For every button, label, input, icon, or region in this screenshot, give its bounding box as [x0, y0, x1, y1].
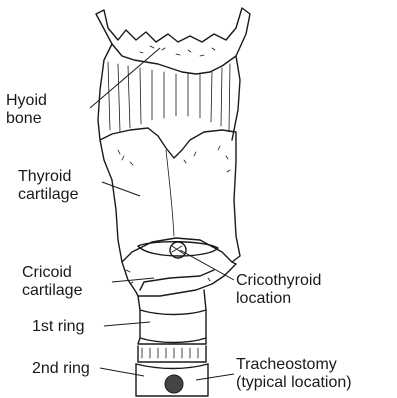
tracheostomy-location-label: Tracheostomy (typical location): [236, 356, 352, 392]
hyoid-bone-drawing: [96, 8, 250, 140]
cricoid-cartilage-label: Cricoid cartilage: [22, 264, 82, 300]
ring2-leader: [100, 368, 144, 376]
thyroid-leader: [102, 182, 140, 196]
cricothyroid-leader: [180, 250, 234, 280]
second-ring-label: 2nd ring: [32, 360, 90, 378]
tracheostomy-leader: [196, 374, 234, 380]
cricothyroid-location-label: Cricothyroid location: [236, 272, 321, 308]
first-ring-label: 1st ring: [32, 318, 84, 336]
hyoid-bone-label: Hyoid bone: [6, 92, 47, 128]
ring1-leader: [104, 322, 150, 326]
thyroid-cartilage-label: Thyroid cartilage: [18, 168, 78, 204]
tracheostomy-site-marker: [165, 375, 183, 393]
leader-lines: [90, 48, 234, 380]
